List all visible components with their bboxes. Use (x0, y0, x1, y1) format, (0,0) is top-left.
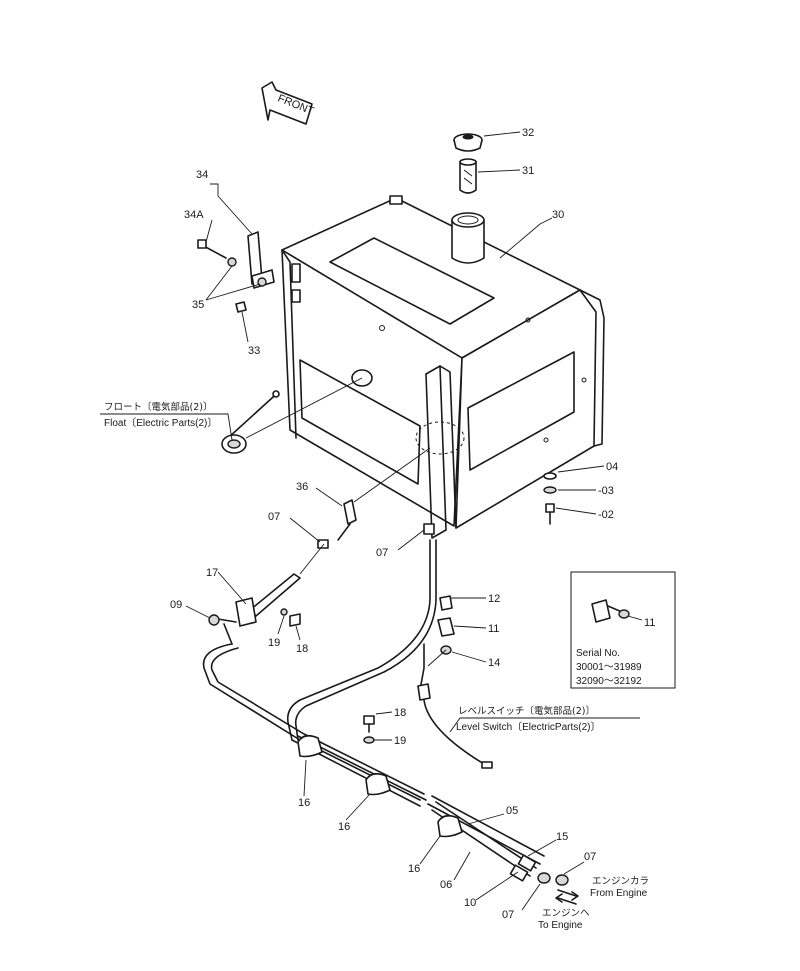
label-14: 14 (488, 657, 500, 669)
label-19-a: 19 (268, 637, 280, 649)
serial-inset (570, 571, 676, 689)
to-engine-en: To Engine (538, 920, 583, 931)
to-engine-jp: エンジンヘ (542, 908, 590, 919)
from-engine-en: From Engine (590, 888, 648, 899)
notes: フロート〔電気部品(2)〕 Float〔Electric Parts(2)〕 レ… (104, 401, 649, 931)
label-16-a: 16 (298, 797, 310, 809)
float-note-en: Float〔Electric Parts(2)〕 (104, 417, 217, 429)
level-note-en: Level Switch〔ElectricParts(2)〕 (456, 721, 600, 733)
leader-lines (100, 131, 640, 911)
label-35: 35 (192, 299, 204, 311)
label-15: 15 (556, 831, 568, 843)
label-09: 09 (170, 599, 182, 611)
mount-hardware (543, 472, 557, 525)
label-18-b: 18 (394, 707, 406, 719)
clamp-bolt (363, 715, 375, 744)
serial-text: Serial No. 30001～31989 32090～32192 (576, 648, 642, 687)
float-note-jp: フロート〔電気部品(2)〕 (104, 401, 212, 413)
label-04: 04 (606, 461, 618, 473)
front-arrow-icon: FRONT (261, 81, 316, 125)
fuel-strainer (459, 158, 477, 194)
serial-range-2: 32090～32192 (576, 676, 642, 687)
label-07-d: 07 (584, 851, 596, 863)
label-05: 05 (506, 805, 518, 817)
label-16-c: 16 (408, 863, 420, 875)
label-11: 11 (488, 623, 499, 635)
label-36: 36 (296, 481, 308, 493)
label-31: 31 (522, 165, 534, 177)
label-32: 32 (522, 127, 534, 139)
label-19-b: 19 (394, 735, 406, 747)
label-10: 10 (464, 897, 476, 909)
label-07-c: 07 (502, 909, 514, 921)
from-engine-jp: エンジンカラ (592, 876, 649, 887)
drain-fitting (317, 447, 431, 549)
label-02: -02 (598, 509, 614, 521)
level-note-jp: レベルスイッチ〔電気部品(2)〕 (458, 705, 595, 717)
label-16-b: 16 (338, 821, 350, 833)
label-33: 33 (248, 345, 260, 357)
float-assembly (221, 377, 363, 454)
label-34: 34 (196, 169, 208, 181)
label-03: -03 (598, 485, 614, 497)
filler-cap (453, 133, 483, 152)
label-12: 12 (488, 593, 500, 605)
label-34a: 34A (184, 209, 204, 221)
supply-fitting (208, 543, 325, 645)
label-07-b: 07 (376, 547, 388, 559)
part-labels: 32 31 30 34 34A 35 33 04 -03 -02 36 07 0… (170, 127, 655, 921)
label-17: 17 (206, 567, 218, 579)
fuel-hoses (202, 643, 579, 905)
label-11-inset: 11 (644, 617, 655, 629)
level-switch-line (286, 523, 493, 769)
label-06: 06 (440, 879, 452, 891)
serial-title: Serial No. (576, 648, 620, 659)
serial-range-1: 30001～31989 (576, 662, 642, 673)
label-18-a: 18 (296, 643, 308, 655)
label-30: 30 (552, 209, 564, 221)
bracket-assembly (197, 231, 275, 313)
label-07-a: 07 (268, 511, 280, 523)
fuel-tank (281, 195, 605, 539)
